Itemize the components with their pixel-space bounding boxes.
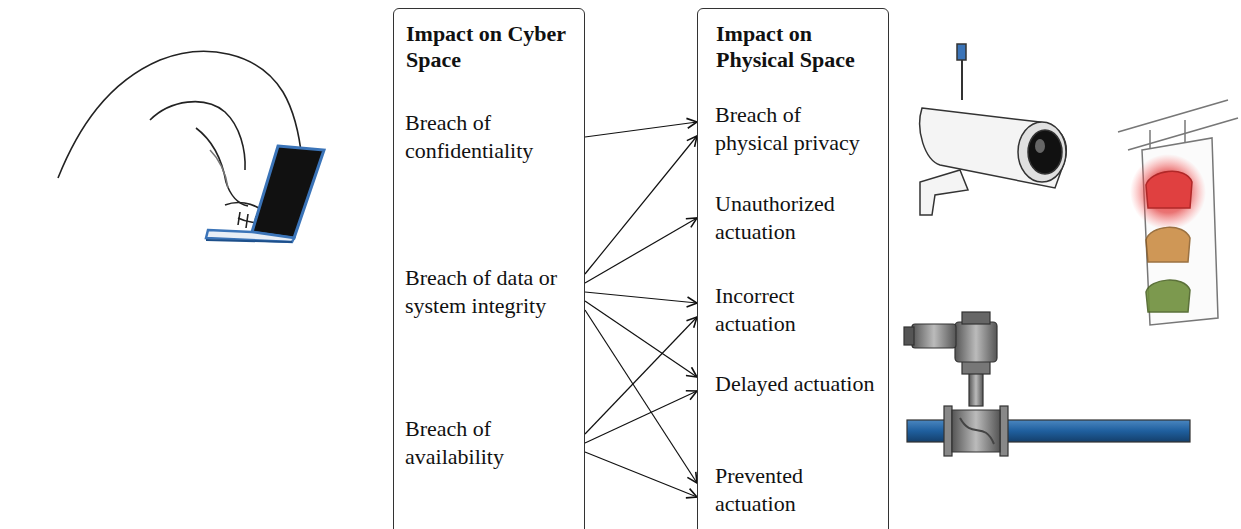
traffic-light-icon: [1118, 100, 1238, 325]
impact-item: Breach of availability: [394, 415, 584, 471]
impact-item: Breach of data or system integrity: [394, 264, 584, 320]
camera-icon: [920, 44, 1067, 215]
impact-arrow: [585, 292, 697, 303]
node-text: Prevented actuation: [715, 462, 878, 518]
impact-item: Unauthorized actuation: [698, 190, 888, 246]
impact-item: Prevented actuation: [698, 462, 888, 518]
node-text: Breach of confidentiality: [405, 109, 574, 165]
node-text: Breach of availability: [405, 415, 574, 471]
node-text: Impact on Cyber Space: [406, 21, 572, 73]
impact-item: Breach of confidentiality: [394, 109, 584, 165]
panel-box: Impact on Cyber SpaceBreach of confident…: [393, 8, 585, 529]
impact-arrow: [585, 391, 697, 443]
node-text: Unauthorized actuation: [715, 190, 878, 246]
node-text: Delayed actuation: [715, 370, 878, 398]
valve-icon: [904, 312, 1190, 456]
impact-item: Delayed actuation: [698, 370, 888, 398]
impact-arrow: [585, 122, 697, 137]
node-text: Breach of physical privacy: [715, 101, 878, 157]
impact-item: Incorrect actuation: [698, 282, 888, 338]
impact-arrow: [585, 310, 697, 483]
impact-arrow: [585, 136, 697, 274]
impact-item: Breach of physical privacy: [698, 101, 888, 157]
node-text: Breach of data or system integrity: [405, 264, 574, 320]
impact-arrow: [585, 452, 697, 497]
panel-box: Impact on Physical SpaceBreach of physic…: [697, 8, 889, 529]
laptop-icon: [206, 146, 324, 242]
impact-arrow: [585, 301, 697, 377]
node-text: Incorrect actuation: [715, 282, 878, 338]
impact-arrow: [585, 218, 697, 283]
node-text: Impact on Physical Space: [716, 21, 878, 73]
